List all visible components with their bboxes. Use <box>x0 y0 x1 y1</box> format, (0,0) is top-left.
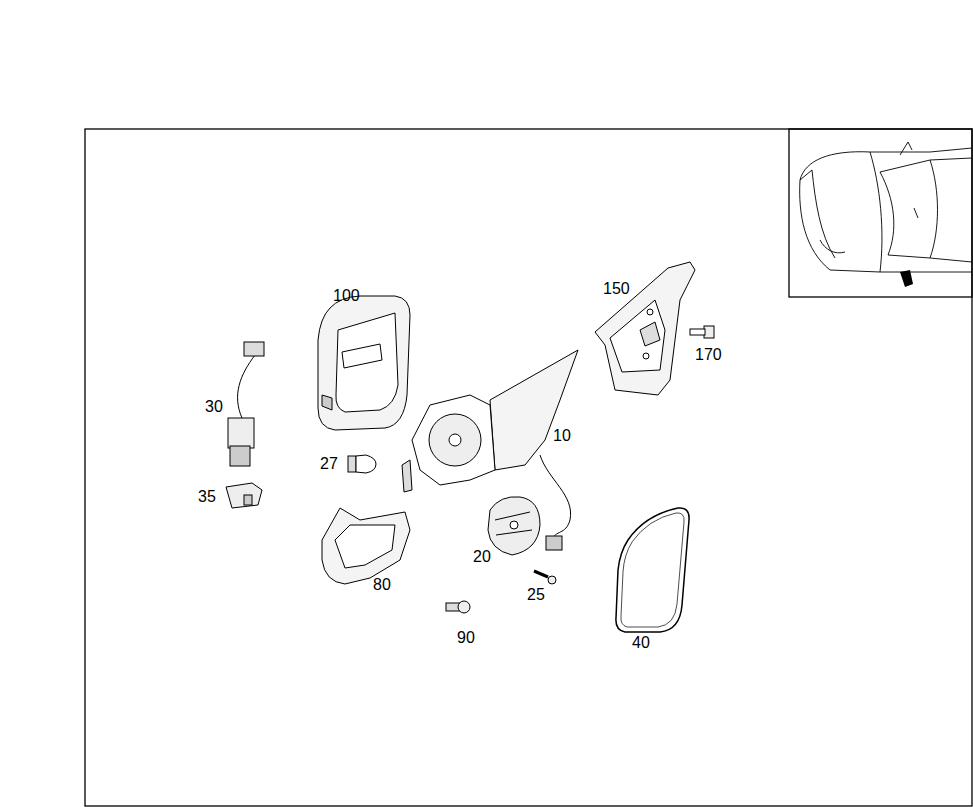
mirror-mount <box>595 262 695 395</box>
callout-number: 100 <box>333 287 360 305</box>
callout-number: 25 <box>527 586 545 604</box>
mirror-glass <box>616 508 689 632</box>
mirror-housing <box>318 296 410 430</box>
inset-frame <box>789 129 972 297</box>
callout-number: 40 <box>632 634 650 652</box>
callout-number: 80 <box>373 576 391 594</box>
mirror-marker <box>900 270 913 287</box>
callout-number: 170 <box>695 346 722 364</box>
callout-number: 30 <box>205 398 223 416</box>
bulb <box>348 455 376 473</box>
clip <box>226 483 262 508</box>
callout-number: 90 <box>457 629 475 647</box>
lower-cover <box>322 508 410 584</box>
callout-number: 20 <box>473 548 491 566</box>
frame <box>85 129 972 806</box>
car-sketch <box>800 142 972 272</box>
callout-number: 10 <box>553 427 571 445</box>
callout-number: 27 <box>320 455 338 473</box>
wiring-harness <box>228 342 264 466</box>
screw <box>446 601 470 613</box>
callout-number: 35 <box>198 488 216 506</box>
callout-number: 150 <box>603 280 630 298</box>
motor <box>488 497 540 555</box>
screw <box>534 571 556 584</box>
bolt <box>690 326 714 338</box>
